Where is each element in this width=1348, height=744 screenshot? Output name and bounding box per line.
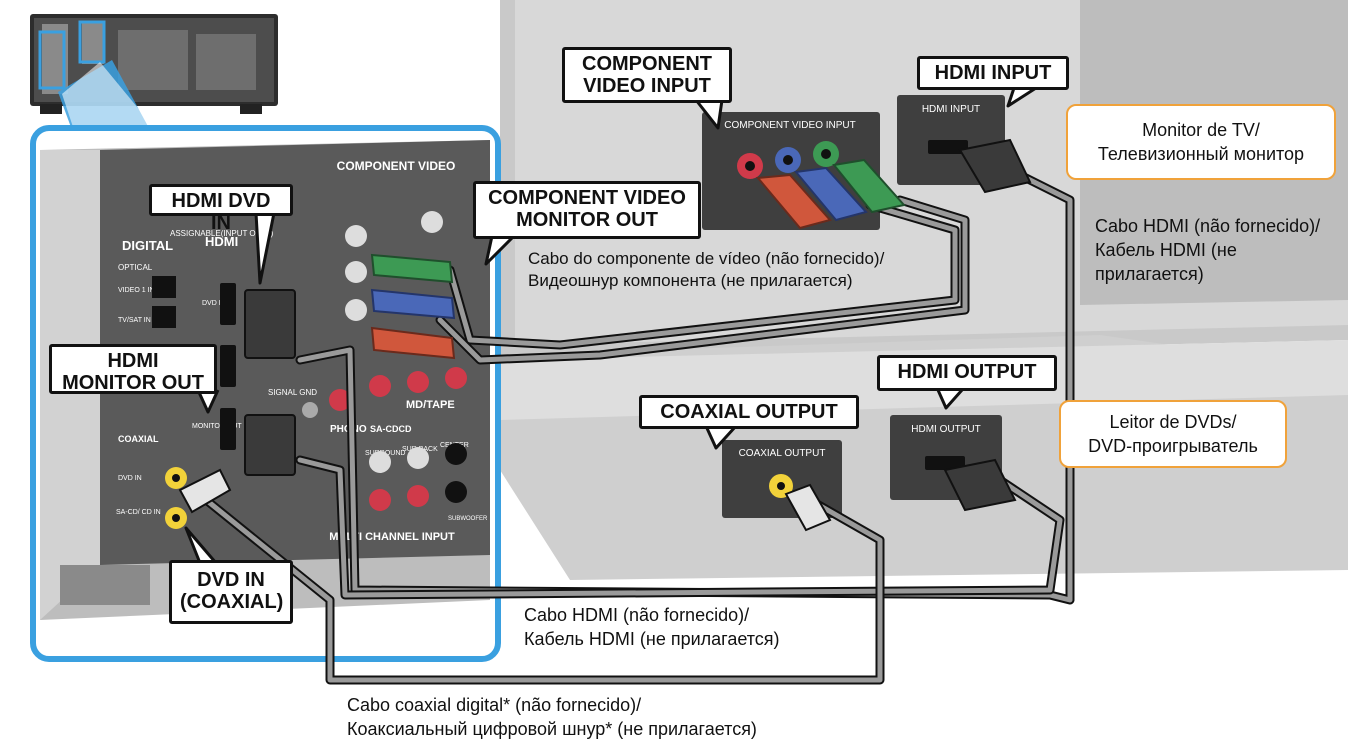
panel-coaxial: COAXIAL (118, 434, 159, 444)
callout-hdmi-output: HDMI OUTPUT (877, 355, 1057, 391)
panel-tvsat-in: TV/SAT IN (118, 317, 151, 324)
callout-cvmo-line1: COMPONENT VIDEO (488, 187, 686, 209)
panel-component-video: COMPONENT VIDEO (337, 159, 456, 173)
note-hdmi-tv-cable: Cabo HDMI (não fornecido)/ Кабель HDMI (… (1095, 214, 1320, 286)
callout-cvmo-line2: MONITOR OUT (516, 209, 658, 231)
note-component-line2: Видеошнур компонента (не прилагается) (528, 271, 853, 290)
panel-md-tape: MD/TAPE (406, 399, 455, 411)
callout-hmo-line2: MONITOR OUT (62, 372, 204, 394)
note-component-line1: Cabo do componente de vídeo (não forneci… (528, 249, 885, 268)
dvd-label-line1: Leitor de DVDs/ (1109, 412, 1237, 432)
callout-hi-line1: HDMI INPUT (934, 62, 1052, 84)
callout-co-line1: COAXIAL OUTPUT (660, 401, 838, 423)
panel-multi-channel-input: MULTI CHANNEL INPUT (329, 531, 455, 543)
panel-hdmi: HDMI (205, 234, 238, 249)
callout-hdmi-dvd-in: HDMI DVD IN (149, 184, 293, 234)
dvd-plugs (784, 458, 1017, 532)
panel-sacdcd: SA-CDCD (370, 424, 412, 434)
tv-label-line2: Телевизионный монитор (1097, 144, 1305, 164)
callout-hmo-line1: HDMI (107, 350, 159, 372)
tv-component-panel-label: COMPONENT VIDEO INPUT (724, 120, 856, 131)
panel-assignable: ASSIGNABLE(INPUT ONLY) (170, 229, 274, 238)
callout-cvi-line1: COMPONENT (582, 53, 712, 75)
note-coaxial-cable: Cabo coaxial digital* (não fornecido)/ К… (347, 693, 757, 741)
callout-dic-line2: (COAXIAL) (180, 591, 284, 613)
cables (195, 170, 1075, 685)
note-hdmi-tv-line3: прилагается) (1095, 264, 1204, 284)
callout-hdmi-dvd-in-line1: HDMI DVD IN (171, 190, 271, 234)
callout-component-video-monitor-out: COMPONENT VIDEO MONITOR OUT (473, 181, 701, 239)
panel-video1-in: VIDEO 1 IN (118, 287, 155, 294)
dvd-coaxial-panel-label: COAXIAL OUTPUT (739, 448, 826, 459)
callout-cvi-line2: VIDEO INPUT (583, 75, 711, 97)
panel-coax-dvd-in: DVD IN (118, 475, 142, 482)
panel-digital: DIGITAL (122, 238, 173, 253)
note-hdmi-tv-line2: Кабель HDMI (не (1095, 240, 1237, 260)
callout-coaxial-output: COAXIAL OUTPUT (639, 395, 859, 429)
receiver-plugs (178, 253, 456, 514)
device-box-dvd: Leitor de DVDs/ DVD-проигрыватель (1059, 400, 1287, 468)
panel-sacd-cd-in: SA-CD/ CD IN (116, 509, 161, 516)
callout-dic-line1: DVD IN (197, 569, 265, 591)
note-coaxial-line1: Cabo coaxial digital* (não fornecido)/ (347, 695, 642, 715)
callout-ho-line1: HDMI OUTPUT (897, 361, 1037, 383)
note-hdmi-dvd-line1: Cabo HDMI (não fornecido)/ (524, 605, 750, 625)
tv-hdmi-panel-label: HDMI INPUT (922, 104, 980, 115)
note-hdmi-dvd-line2: Кабель HDMI (не прилагается) (524, 629, 780, 649)
device-box-tv: Monitor de TV/ Телевизионный монитор (1066, 104, 1336, 180)
tv-plugs (756, 138, 1032, 230)
note-component-cable: Cabo do componente de vídeo (não forneci… (528, 248, 884, 292)
note-coaxial-line2: Коаксиальный цифровой шнур* (не прилагае… (347, 719, 757, 739)
dvd-hdmi-panel-label: HDMI OUTPUT (911, 424, 980, 435)
callout-dvd-in-coaxial: DVD IN (COAXIAL) (169, 560, 293, 624)
callout-hdmi-input: HDMI INPUT (917, 56, 1069, 90)
panel-hdmi-dvd-in: DVD IN (202, 300, 226, 307)
panel-signal-gnd: SIGNAL GND (268, 388, 317, 397)
panel-monitor-out: MONITOR OUT (192, 423, 242, 430)
callout-pointers (184, 86, 1037, 564)
callout-component-video-input: COMPONENT VIDEO INPUT (562, 47, 732, 103)
note-hdmi-tv-line1: Cabo HDMI (não fornecido)/ (1095, 216, 1321, 236)
panel-subwoofer: SUBWOOFER (448, 516, 488, 522)
note-hdmi-dvd-cable: Cabo HDMI (não fornecido)/ Кабель HDMI (… (524, 603, 780, 651)
panel-optical: OPTICAL (118, 263, 153, 272)
dvd-label-line2: DVD-проигрыватель (1088, 436, 1258, 456)
callout-hdmi-monitor-out: HDMI MONITOR OUT (49, 344, 217, 394)
tv-label-line1: Monitor de TV/ (1142, 120, 1260, 140)
